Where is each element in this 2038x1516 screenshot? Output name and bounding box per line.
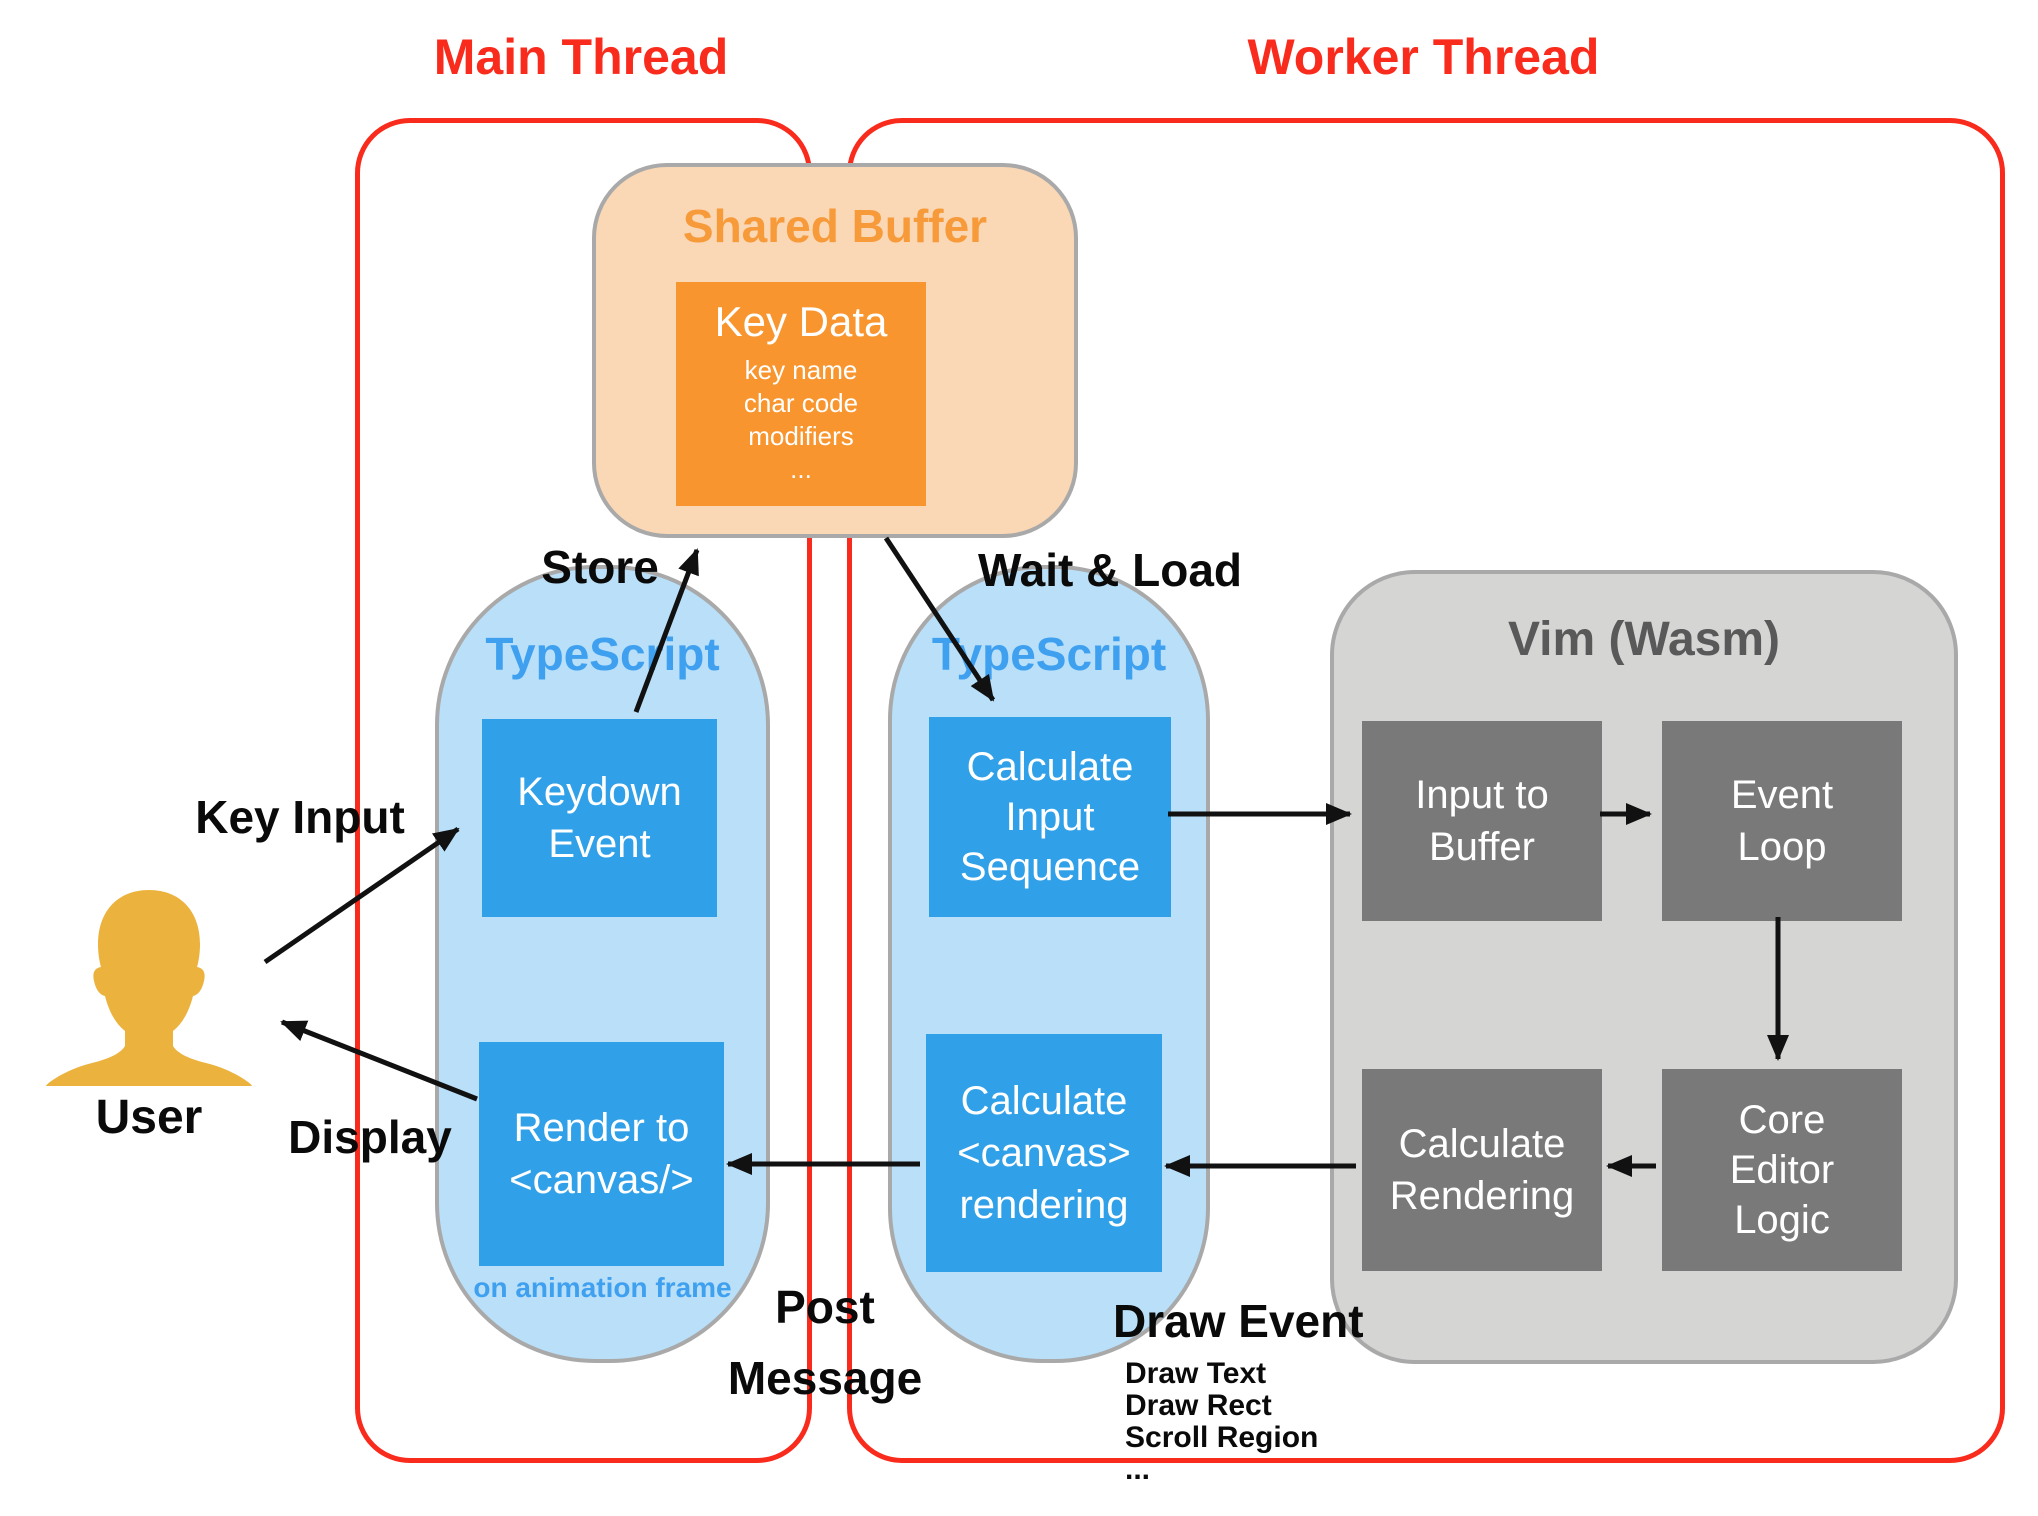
core-editor-logic-box: Core Editor Logic: [1662, 1069, 1902, 1271]
render-to-canvas-box: Render to <canvas/>: [479, 1042, 724, 1266]
user-label: User: [95, 1091, 203, 1144]
draw-event-title: Draw Event: [1113, 1295, 1364, 1347]
store-label: Store: [541, 541, 659, 593]
main-typescript-pill: TypeScript Keydown Event Render to <canv…: [435, 565, 770, 1363]
worker-typescript-pill: TypeScript Calculate Input Sequence Calc…: [888, 565, 1210, 1363]
main-typescript-label: TypeScript: [485, 628, 720, 680]
post-message-label: Post Message: [675, 1272, 975, 1414]
key-data-item: ...: [790, 454, 812, 484]
main-thread-outline: [355, 118, 812, 1463]
worker-typescript-label: TypeScript: [931, 628, 1167, 680]
calculate-canvas-rendering-line: Calculate: [960, 1079, 1128, 1123]
draw-event-item: Draw Rect: [1125, 1389, 1272, 1422]
calculate-rendering-box: Calculate Rendering: [1362, 1069, 1602, 1271]
key-data-title: Key Data: [714, 298, 888, 345]
calculate-input-sequence-line: Input: [1005, 795, 1095, 839]
key-input-label: Key Input: [195, 791, 405, 843]
worker-thread-title: Worker Thread: [1247, 29, 1600, 85]
wait-and-load-label: Wait & Load: [977, 544, 1243, 596]
user-icon: [46, 890, 252, 1086]
key-data-items: key name char code modifiers ...: [676, 354, 926, 486]
post-message-line2: Message: [727, 1352, 923, 1404]
keydown-event-line: Keydown: [517, 770, 682, 814]
vim-wasm-container: Vim (Wasm) Input to Buffer Event Loop Ca…: [1330, 570, 1958, 1364]
main-thread-title: Main Thread: [433, 29, 729, 85]
calculate-input-sequence-box: Calculate Input Sequence: [929, 717, 1171, 917]
calculate-input-sequence-line: Sequence: [959, 845, 1141, 889]
key-data-box: Key Data key name char code modifiers ..…: [676, 282, 926, 506]
draw-event-item: Scroll Region: [1125, 1421, 1319, 1454]
keydown-event-line: Event: [548, 822, 651, 866]
vim-wasm-title: Vim (Wasm): [1507, 613, 1781, 666]
core-editor-logic-line: Core: [1738, 1098, 1826, 1142]
display-label: Display: [288, 1111, 452, 1163]
calculate-canvas-rendering-line: rendering: [959, 1183, 1129, 1227]
core-editor-logic-line: Editor: [1729, 1148, 1835, 1192]
input-to-buffer-box: Input to Buffer: [1362, 721, 1602, 921]
input-to-buffer-line: Buffer: [1429, 825, 1535, 869]
calculate-rendering-line: Rendering: [1389, 1174, 1575, 1218]
draw-event-item: Draw Text: [1125, 1357, 1267, 1390]
key-data-item: key name: [744, 355, 858, 385]
calculate-input-sequence-line: Calculate: [966, 745, 1134, 789]
post-message-line1: Post: [775, 1281, 875, 1333]
event-loop-line: Event: [1730, 773, 1834, 817]
shared-buffer-container: Shared Buffer Key Data key name char cod…: [592, 163, 1078, 538]
key-data-item: char code: [743, 388, 859, 418]
calculate-rendering-line: Calculate: [1398, 1122, 1566, 1166]
key-data-item: modifiers: [748, 421, 854, 451]
core-editor-logic-line: Logic: [1734, 1198, 1830, 1242]
event-loop-line: Loop: [1737, 825, 1827, 869]
shared-buffer-title: Shared Buffer: [682, 200, 988, 252]
worker-thread-outline: [847, 118, 2005, 1463]
draw-event-items: Draw Text Draw Rect Scroll Region ...: [1125, 1358, 1364, 1486]
draw-event-item: ...: [1125, 1453, 1151, 1486]
render-to-canvas-line: Render to: [513, 1106, 690, 1150]
keydown-event-box: Keydown Event: [482, 719, 717, 917]
event-loop-box: Event Loop: [1662, 721, 1902, 921]
input-to-buffer-line: Input to: [1415, 773, 1549, 817]
calculate-canvas-rendering-line: <canvas>: [957, 1131, 1131, 1175]
draw-event-annotation: Draw Event Draw Text Draw Rect Scroll Re…: [1113, 1294, 1364, 1486]
on-animation-frame-note: on animation frame: [473, 1272, 732, 1303]
render-to-canvas-line: <canvas/>: [509, 1158, 694, 1202]
calculate-canvas-rendering-box: Calculate <canvas> rendering: [926, 1034, 1162, 1272]
